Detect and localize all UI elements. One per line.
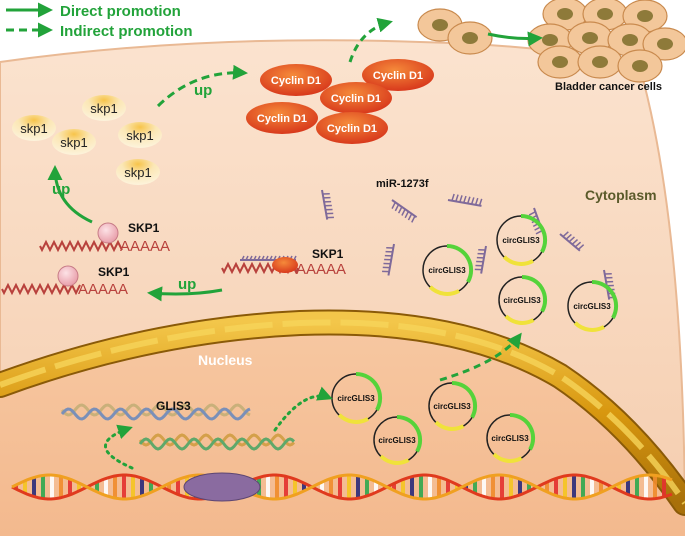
skp1-mrna-middle: AAAAA SKP1 — [221, 247, 346, 278]
cyclin-d1-label: Cyclin D1 — [331, 93, 381, 105]
polya-upper: AAAAA — [120, 238, 170, 255]
mirna-label: miR-1273f — [376, 178, 429, 190]
circglis3-label: circGLIS3 — [502, 236, 540, 245]
mirna — [321, 189, 334, 220]
up-label-bottom: up — [178, 276, 196, 293]
skp1-mrna-label-upper: SKP1 — [128, 221, 160, 235]
circglis3-label: circGLIS3 — [337, 394, 375, 403]
legend-indirect: Indirect promotion — [60, 23, 193, 40]
polya-middle: AAAAA — [296, 261, 346, 278]
circglis3-label: circGLIS3 — [433, 402, 471, 411]
skp1-protein-label: skp1 — [20, 121, 47, 136]
cyclin-d1-group: Cyclin D1 Cyclin D1 Cyclin D1 Cyclin D1 Cycl… — [246, 59, 434, 144]
skp1-protein-label: skp1 — [126, 128, 153, 143]
skp1-protein-label: skp1 — [124, 165, 151, 180]
cyclin-d1-label: Cyclin D1 — [373, 70, 423, 82]
mirna — [447, 193, 483, 207]
skp1-mrna-label-lower: SKP1 — [98, 265, 130, 279]
skp1-mrna-upper: AAAAA SKP1 — [39, 221, 170, 255]
cancer-cell — [642, 27, 685, 61]
up-label-top: up — [194, 82, 212, 99]
cyclin-d1-label: Cyclin D1 — [327, 123, 377, 135]
skp1-protein: skp1 — [52, 129, 96, 155]
skp1-protein-label: skp1 — [90, 101, 117, 116]
skp1-protein: skp1 — [82, 95, 126, 121]
circglis3-label: circGLIS3 — [503, 296, 541, 305]
cancer-cell — [607, 23, 653, 57]
circglis3-label: circGLIS3 — [573, 302, 611, 311]
skp1-proteins: skp1 skp1 skp1 skp1 skp1 — [12, 95, 162, 185]
skp1-mrna-label-middle: SKP1 — [312, 247, 344, 261]
dna-strand — [11, 473, 673, 501]
circglis3-label: circGLIS3 — [378, 436, 416, 445]
glis3-label: GLIS3 — [156, 399, 191, 413]
nucleus-label: Nucleus — [198, 352, 253, 368]
mirna — [382, 243, 395, 276]
cyclin-d1-label: Cyclin D1 — [271, 75, 321, 87]
cyclin-d1: Cyclin D1 — [320, 82, 392, 114]
mirna — [559, 231, 585, 252]
legend: Direct promotion Indirect promotion — [6, 2, 193, 40]
genomic-dna — [11, 473, 673, 501]
polya-lower: AAAAA — [78, 281, 128, 298]
circglis3: circGLIS3 — [428, 380, 478, 431]
cyclin-d1: Cyclin D1 — [260, 64, 332, 96]
glis3-transcripts — [60, 403, 296, 451]
mirna — [474, 245, 487, 274]
bladder-label: Bladder cancer cells — [555, 81, 662, 93]
skp1-mrna-lower: AAAAA SKP1 — [1, 265, 130, 298]
circglis3: circGLIS3 — [486, 412, 536, 463]
circglis3: circGLIS3 — [567, 279, 619, 332]
nuclear-membrane — [0, 309, 685, 516]
cancer-cell — [577, 45, 623, 79]
cancer-cell — [447, 21, 493, 55]
dna-strand — [11, 473, 673, 501]
polymerase — [183, 472, 261, 502]
circglis3-label: circGLIS3 — [491, 434, 529, 443]
mirna — [391, 199, 418, 223]
cyclin-d1-label: Cyclin D1 — [257, 113, 307, 125]
skp1-protein: skp1 — [116, 159, 160, 185]
circglis3-group: circGLIS3 circGLIS3 circGLIS3 circGLIS3 circ… — [331, 213, 619, 465]
circglis3: circGLIS3 — [422, 243, 474, 296]
bladder-cancer-cells — [417, 0, 685, 83]
skp1-protein: skp1 — [118, 122, 162, 148]
legend-direct: Direct promotion — [60, 3, 181, 20]
skp1-protein: skp1 — [12, 115, 56, 141]
cytoplasm-label: Cytoplasm — [585, 187, 657, 203]
cancer-cell — [537, 45, 583, 79]
cancer-cell — [617, 49, 663, 83]
circglis3: circGLIS3 — [498, 274, 548, 325]
cyclin-d1: Cyclin D1 — [246, 102, 318, 134]
skp1-protein-label: skp1 — [60, 135, 87, 150]
circglis3-label: circGLIS3 — [428, 266, 466, 275]
up-label-left: up — [52, 181, 70, 198]
cyclin-d1: Cyclin D1 — [316, 112, 388, 144]
circglis3: circGLIS3 — [373, 414, 423, 465]
circglis3: circGLIS3 — [496, 213, 548, 266]
cyclin-d1: Cyclin D1 — [362, 59, 434, 91]
